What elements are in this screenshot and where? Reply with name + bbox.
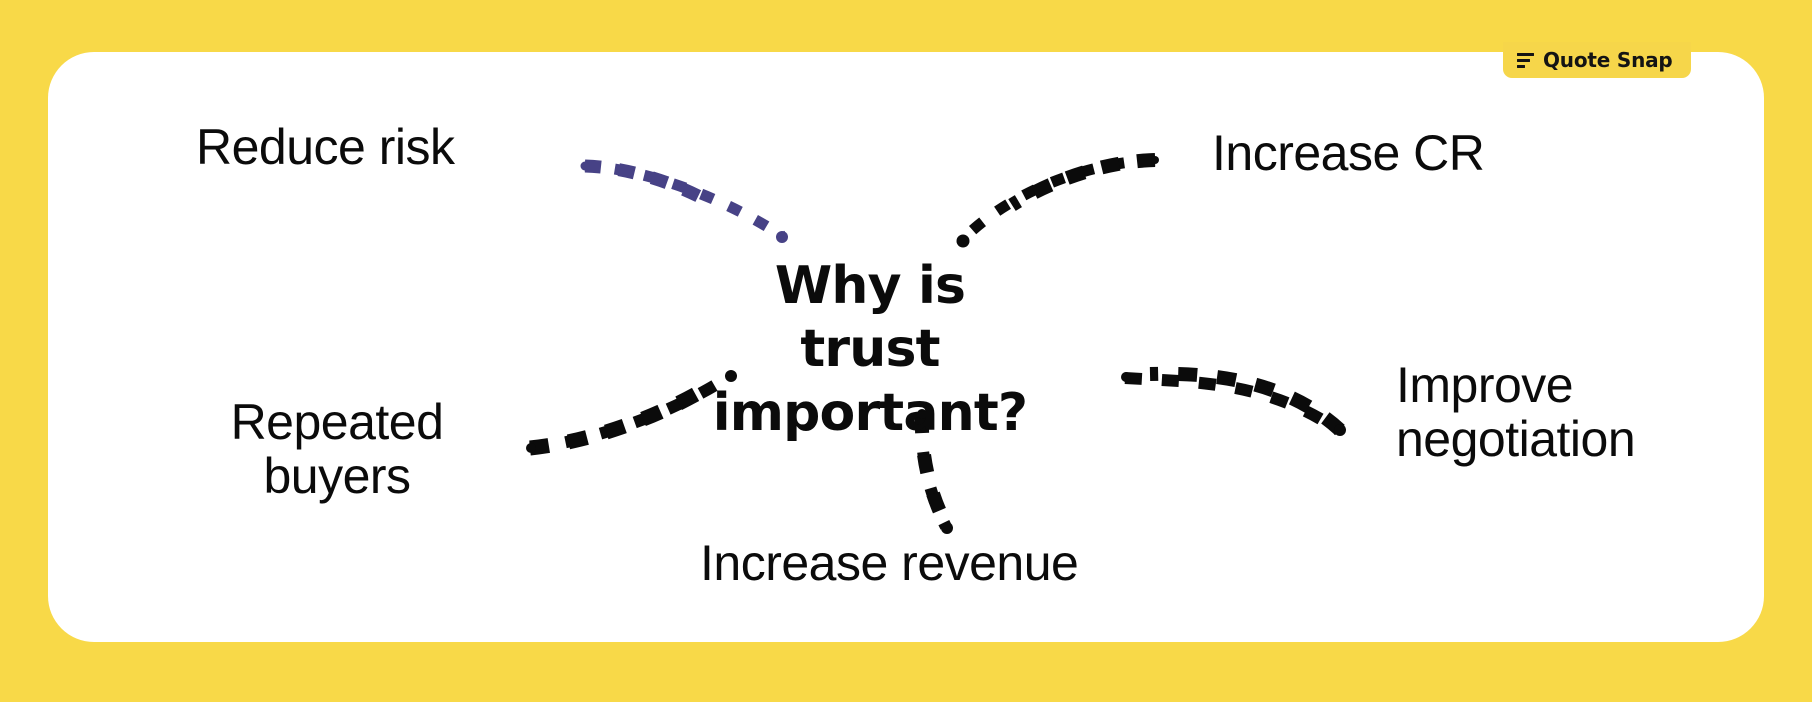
- badge-label: Quote Snap: [1543, 48, 1673, 72]
- content-card: [48, 52, 1764, 642]
- node-reduce-risk[interactable]: Reduce risk: [196, 119, 455, 175]
- node-increase-cr[interactable]: Increase CR: [1212, 125, 1485, 181]
- menu-bars-icon: [1517, 52, 1534, 68]
- node-repeated-buyers[interactable]: Repeated buyers: [230, 394, 444, 504]
- quote-snap-badge[interactable]: Quote Snap: [1503, 42, 1691, 78]
- node-improve-negotiation[interactable]: Improve negotiation: [1396, 357, 1636, 467]
- node-increase-revenue[interactable]: Increase revenue: [700, 535, 1079, 591]
- center-topic: Why is trust important?: [712, 256, 1028, 443]
